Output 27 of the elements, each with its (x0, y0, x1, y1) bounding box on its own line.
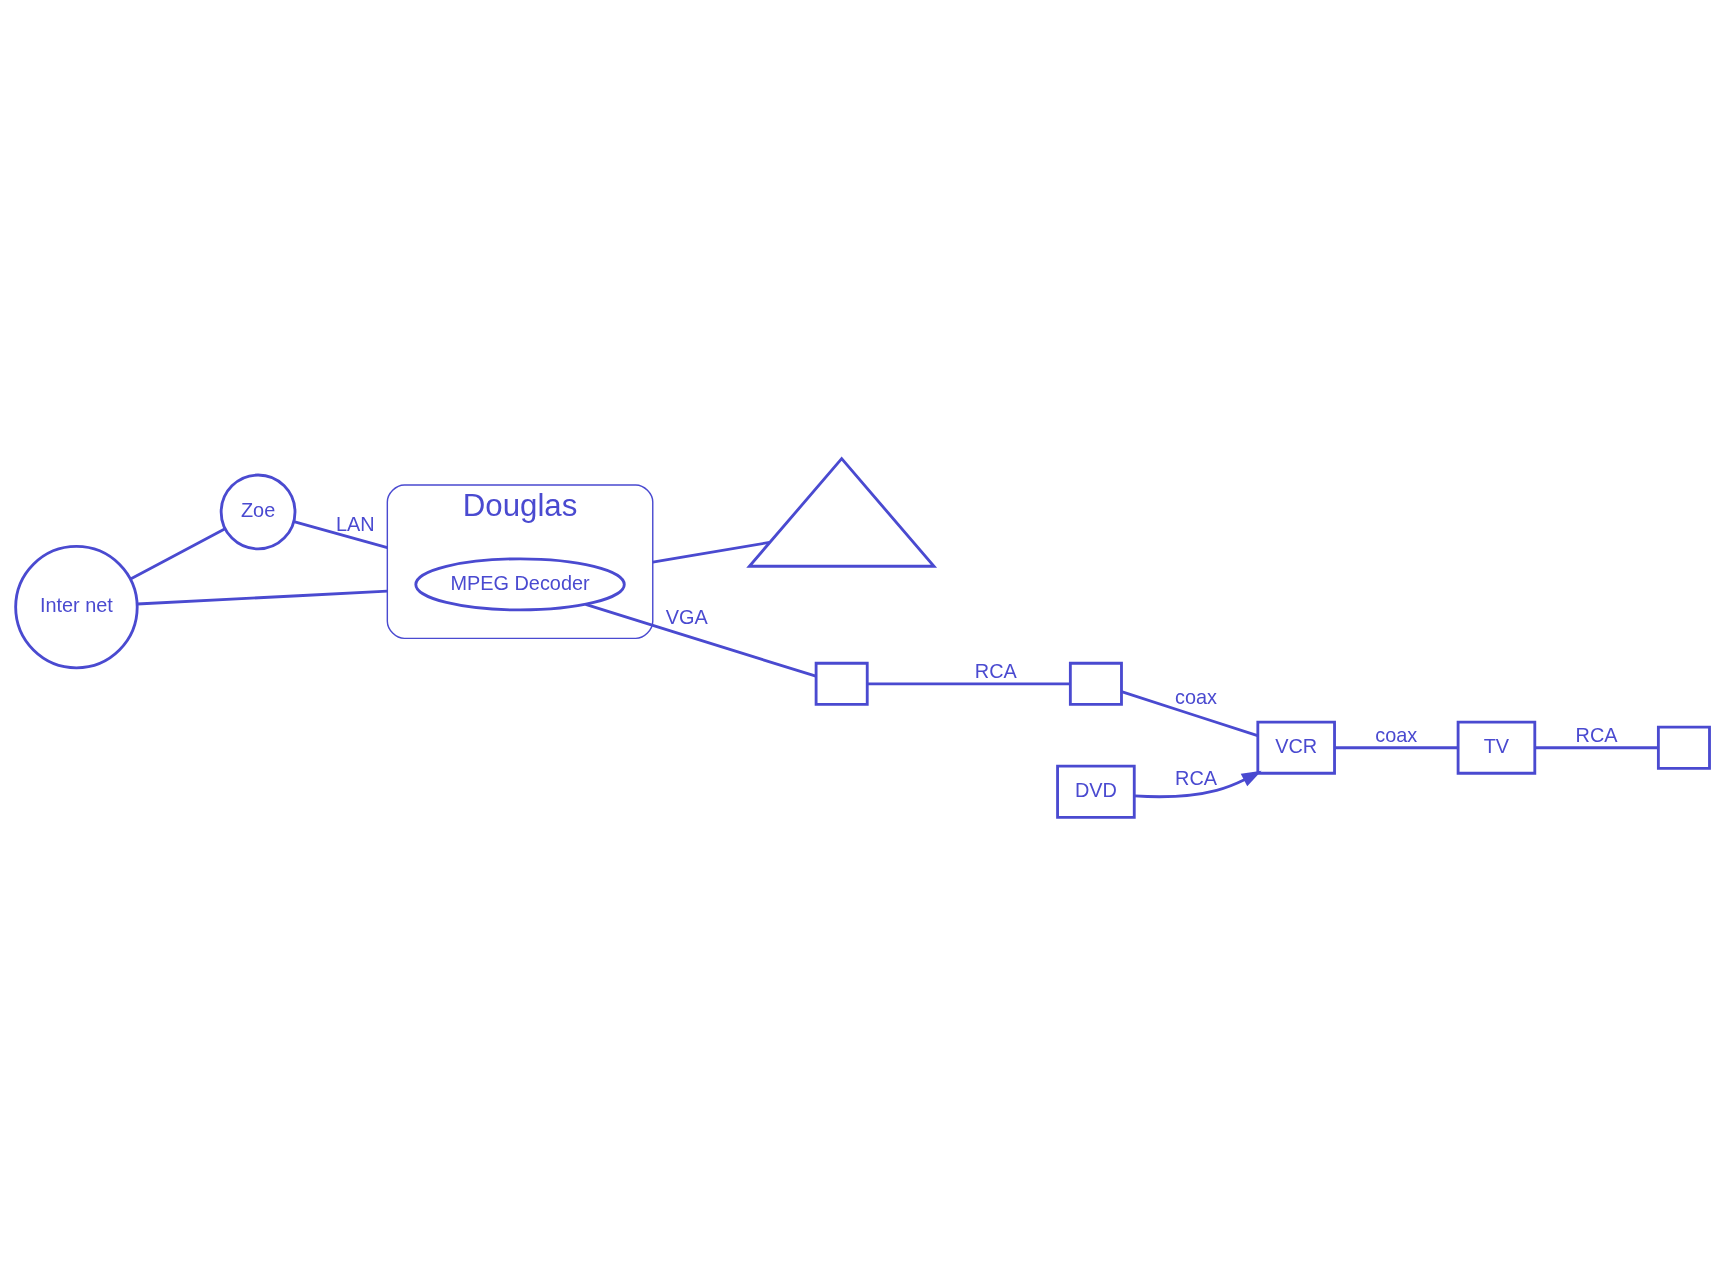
node-box: DVD (1056, 764, 1136, 819)
node-box: TV (1456, 720, 1537, 775)
connector (293, 519, 388, 549)
node-box (1068, 661, 1123, 706)
node-circle: Zoe (219, 473, 297, 550)
connector (585, 602, 817, 678)
connector (129, 527, 226, 580)
edge-label: VGA (665, 605, 708, 628)
connector (1121, 689, 1258, 737)
arrow (1134, 770, 1262, 798)
edge-label: RCA (1175, 766, 1218, 789)
edge-label: coax (1375, 723, 1418, 746)
node-box (1656, 725, 1711, 770)
node-box (814, 661, 869, 706)
edge-label: coax (1175, 685, 1218, 708)
node-circle: Inter net (14, 544, 139, 669)
node-triangle (746, 456, 938, 568)
node-ellipse: MPEG Decoder (414, 556, 626, 611)
node-box: VCR (1256, 720, 1336, 775)
connector (1334, 745, 1459, 749)
edge-label: RCA (1575, 723, 1618, 746)
connector (652, 540, 770, 564)
edge-label: LAN (336, 512, 375, 535)
connector (137, 589, 388, 605)
connector (1535, 745, 1659, 749)
connector (867, 681, 1071, 685)
edge-label: RCA (974, 659, 1017, 682)
